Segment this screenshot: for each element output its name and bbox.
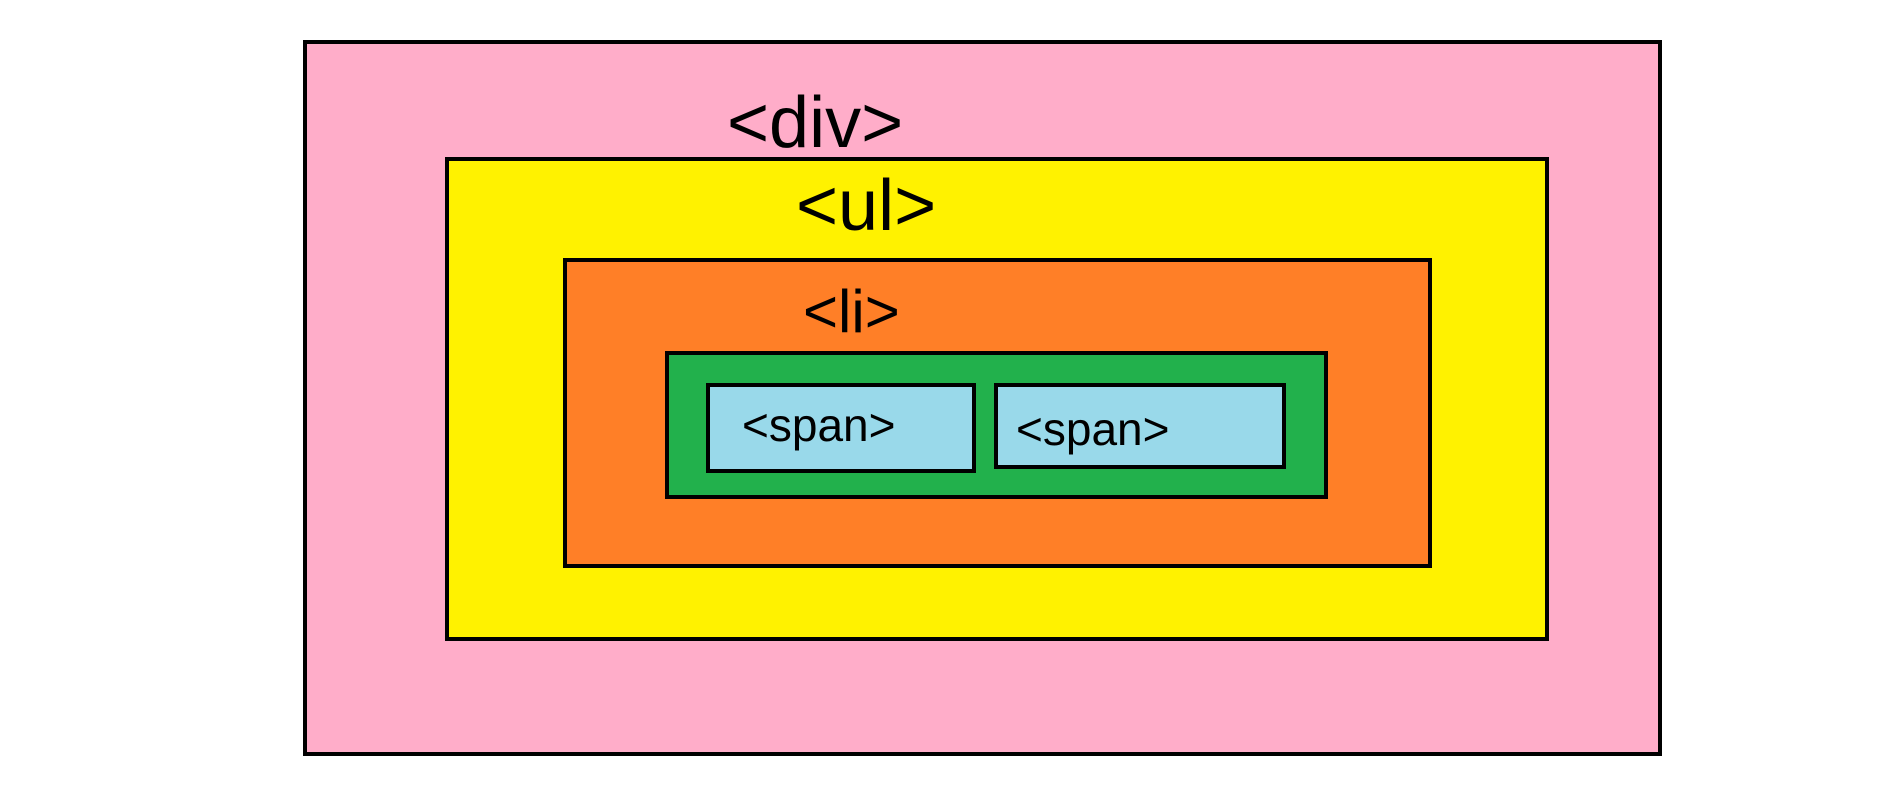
span-box-1	[706, 383, 976, 473]
span-box-2	[994, 383, 1286, 469]
span-label-1: <span>	[742, 399, 896, 451]
li-label: <li>	[803, 278, 900, 345]
ul-label: <ul>	[796, 166, 937, 246]
span-label-2: <span>	[1016, 403, 1170, 455]
div-label: <div>	[727, 83, 904, 163]
